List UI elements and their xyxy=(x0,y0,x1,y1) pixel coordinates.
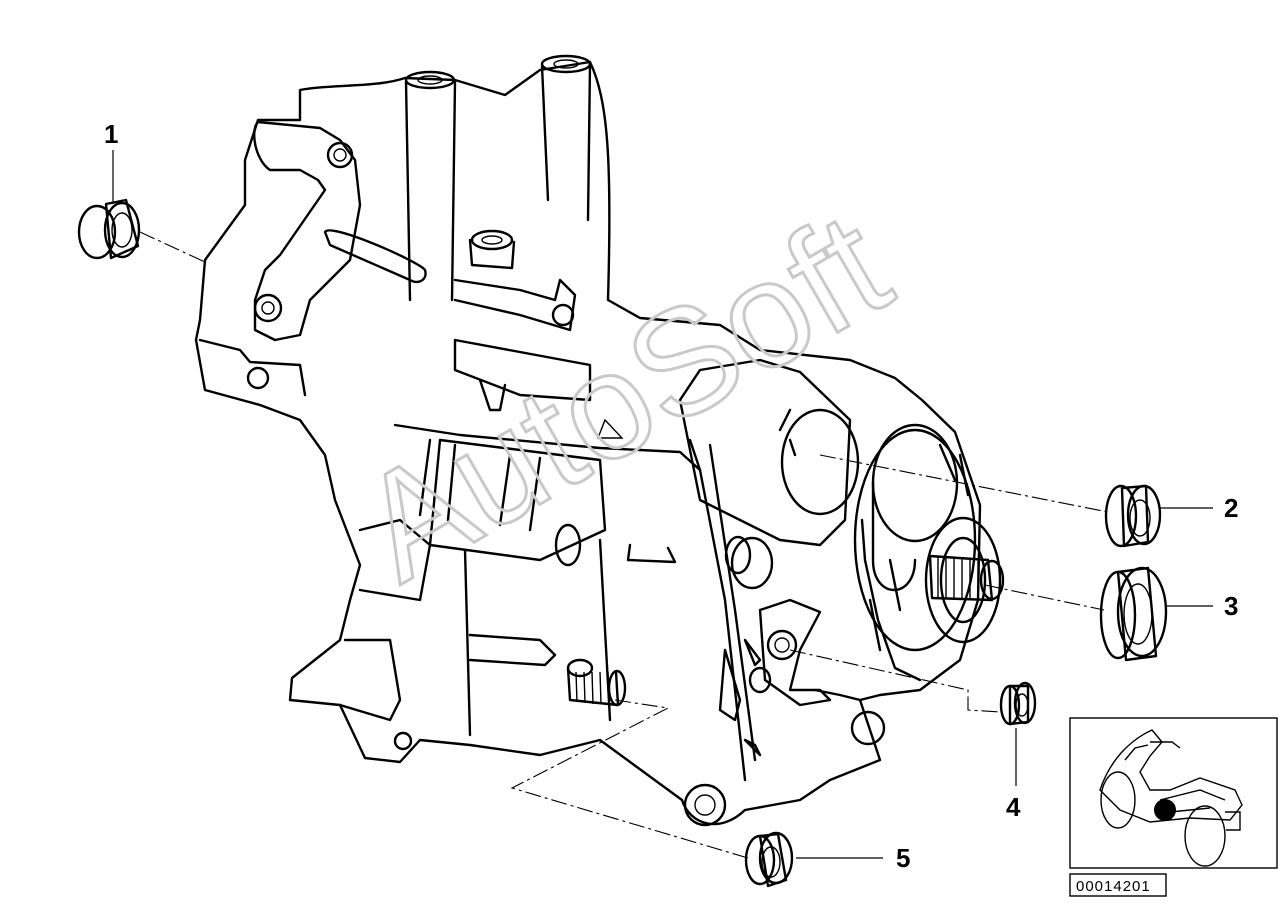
input-spline-shaft xyxy=(566,658,627,707)
callout-leaders xyxy=(112,150,1213,859)
image-code-box: 00014201 xyxy=(1069,873,1167,897)
seal-ring-2 xyxy=(1104,484,1162,548)
gearbox-housing xyxy=(194,54,1005,827)
motorcycle-silhouette xyxy=(1099,729,1243,867)
seal-ring-1 xyxy=(77,198,141,260)
callout-3: 3 xyxy=(1224,591,1238,621)
callout-2: 2 xyxy=(1224,493,1238,523)
watermark-text: AutoSoft xyxy=(332,180,914,613)
leader-lines xyxy=(139,231,1109,859)
callout-5: 5 xyxy=(896,843,910,873)
seal-ring-5 xyxy=(744,831,794,888)
callout-1: 1 xyxy=(104,119,118,149)
locator-inset xyxy=(1069,717,1278,869)
image-code: 00014201 xyxy=(1076,878,1151,895)
callout-4: 4 xyxy=(1006,792,1021,822)
output-spline-shaft xyxy=(928,554,1005,602)
seal-ring-3 xyxy=(1099,566,1168,662)
location-marker-icon xyxy=(1154,799,1176,821)
seal-ring-4 xyxy=(999,681,1037,726)
